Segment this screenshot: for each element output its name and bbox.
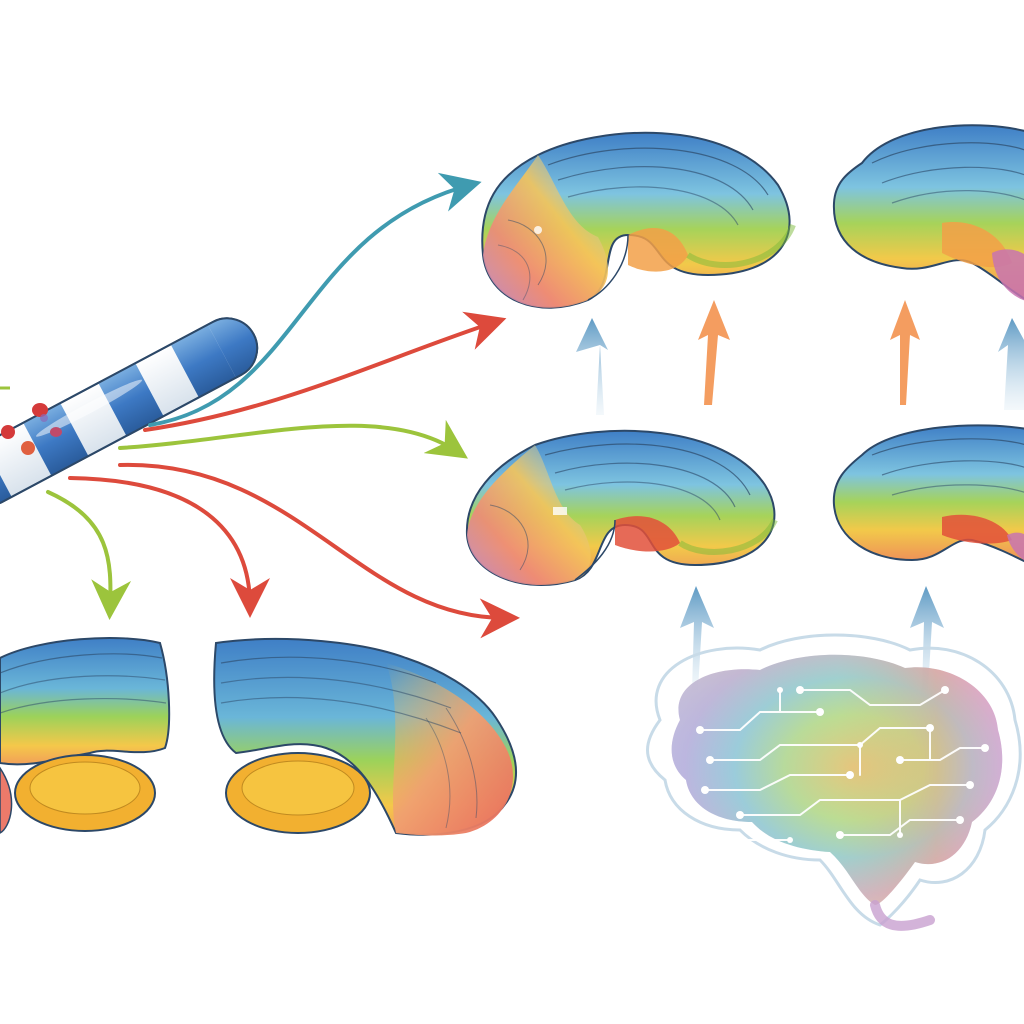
up-arrow-blue-right [998,318,1024,410]
brain-outline-halo [646,633,1022,927]
circuit-lines [699,689,986,841]
up-arrow-blue-brain-right [910,586,944,690]
cerebellum-block-icon [0,637,171,834]
up-arrow-orange [698,300,730,405]
up-arrow-blue-brain-left [680,586,714,690]
hippocampus-slice-icon [832,124,1024,301]
arrow-red-down [68,476,270,618]
arrow-green-right [118,419,468,459]
striped-tube-icon [0,317,259,516]
signal-arrows [576,300,1024,690]
circuit-brain-icon [646,633,1022,931]
circuit-nodes [696,686,989,843]
flow-arrows [0,172,520,639]
cerebellum-block-icon [213,637,518,836]
arrow-red-lower [118,462,520,639]
hippocampus-slice-icon [481,131,796,309]
particle-dots [1,403,62,455]
hippocampus-slice-icon [832,424,1024,563]
up-arrow-blue [576,318,608,415]
arrow-red-upper [143,311,507,432]
hippocampus-slice-icon [465,429,778,586]
up-arrow-orange-right [890,300,920,405]
arrow-teal [148,172,482,427]
arrow-green-down [46,490,132,620]
